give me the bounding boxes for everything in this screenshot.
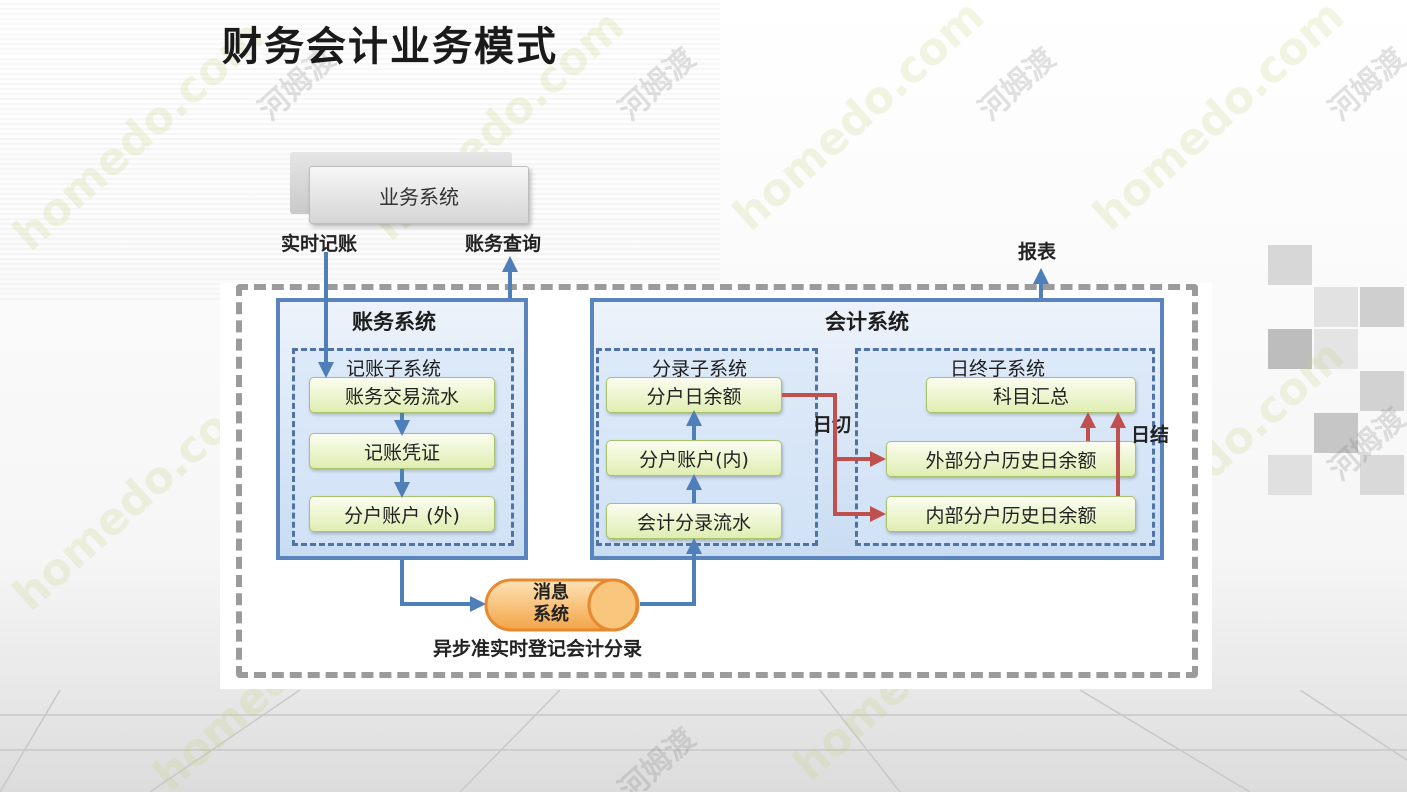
node-account-daily-balance: 分户日余额 [606,377,782,413]
ledger-system-title: 账务系统 [352,310,436,334]
page-title: 财务会计业务模式 [222,24,558,70]
realtime-posting-label: 实时记账 [281,233,358,255]
business-system-label: 业务系统 [379,184,459,209]
day-close-label: 日结 [1131,424,1170,446]
report-label: 报表 [1018,241,1057,263]
posting-subsystem-title: 记账子系统 [346,358,442,380]
node-external-account: 分户账户 (外) [309,496,495,532]
node-internal-history-balance: 内部分户历史日余额 [886,496,1136,532]
message-system-label: 消息 系统 [520,582,582,626]
async-caption: 异步准实时登记会计分录 [433,638,643,660]
outer-boundary [236,284,1198,678]
background-squares [1210,245,1407,515]
day-cut-label: 日切 [813,414,852,436]
accounting-system-title: 会计系统 [825,310,909,334]
business-system-box: 业务系统 [309,166,529,224]
node-external-history-balance: 外部分户历史日余额 [886,441,1136,477]
node-ledger-transaction-flow: 账务交易流水 [309,377,495,413]
entry-subsystem-title: 分录子系统 [652,358,748,380]
eod-subsystem-title: 日终子系统 [950,358,1046,380]
node-subject-summary: 科目汇总 [926,377,1136,413]
message-system-line1: 消息 [533,582,569,603]
account-query-label: 账务查询 [465,233,542,255]
node-accounting-entry-flow: 会计分录流水 [606,503,782,539]
background-world-map [0,0,720,300]
background-floor-lines [0,690,1407,792]
node-posting-voucher: 记账凭证 [309,433,495,469]
node-internal-account: 分户账户(内) [606,440,782,476]
message-system-line2: 系统 [533,604,569,625]
